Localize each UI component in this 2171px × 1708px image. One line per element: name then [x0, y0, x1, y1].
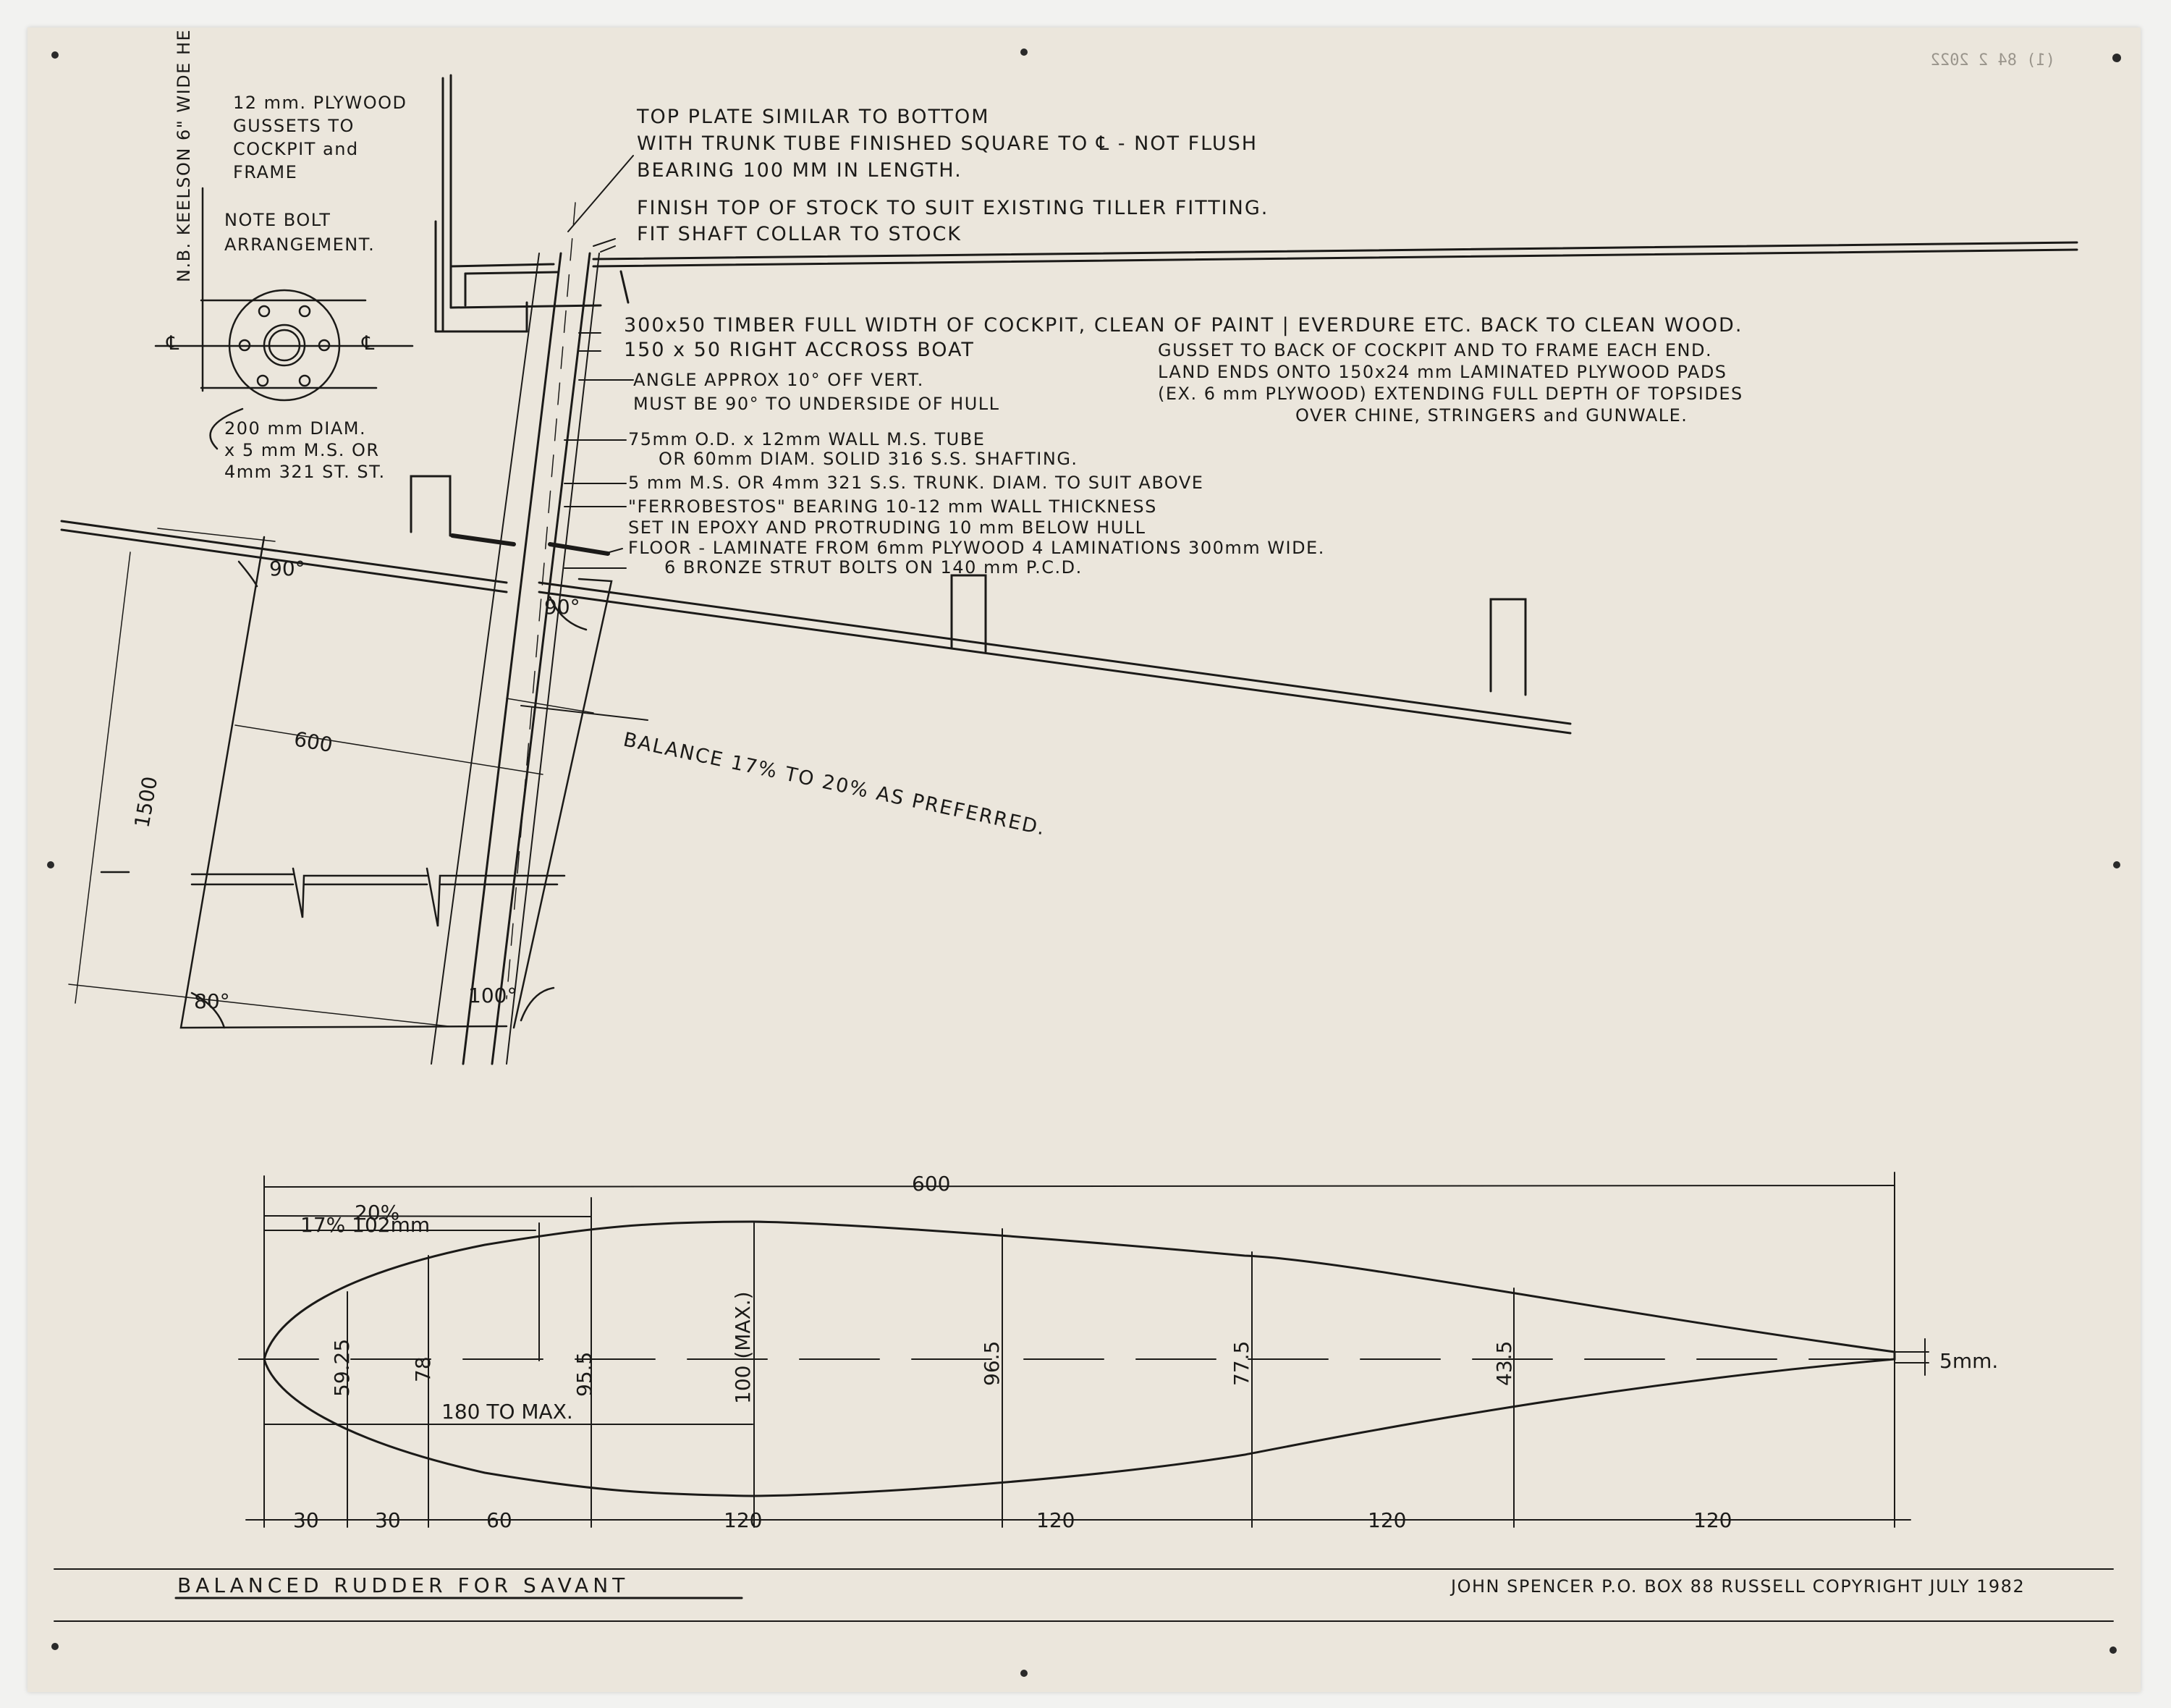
rudder-stock [431, 202, 600, 1065]
svg-text:x 5 mm M.S. OR: x 5 mm M.S. OR [224, 440, 380, 460]
overall-600-label: 600 [912, 1172, 950, 1196]
angle-label: 100° [468, 984, 517, 1007]
gusset-back-note: GUSSET TO BACK OF COCKPIT AND TO FRAME E… [1158, 340, 1743, 426]
pin-icons [47, 48, 2121, 1677]
bolt-plate-detail [154, 187, 414, 450]
hull-section [60, 475, 1572, 735]
svg-text:78: 78 [411, 1356, 435, 1382]
svg-text:30: 30 [375, 1508, 401, 1532]
finish-top-note: FINISH TOP OF STOCK TO SUIT EXISTING TIL… [637, 197, 1269, 219]
svg-text:FRAME: FRAME [233, 162, 297, 182]
svg-text:60: 60 [486, 1508, 512, 1532]
spacing-labels: 30 30 60 120 120 120 120 [293, 1508, 1732, 1532]
rudder-elevation [68, 528, 613, 1029]
signature-block: JOHN SPENCER P.O. BOX 88 RUSSELL COPYRIG… [1450, 1576, 2025, 1597]
svg-text:100 (MAX.): 100 (MAX.) [731, 1291, 755, 1404]
svg-text:OR 60mm DIAM. SOLID 316 S.S. S: OR 60mm DIAM. SOLID 316 S.S. SHAFTING. [659, 449, 1078, 469]
svg-text:NOTE BOLT: NOTE BOLT [224, 210, 331, 230]
svg-text:GUSSETS TO: GUSSETS TO [233, 116, 355, 136]
svg-text:96.5: 96.5 [980, 1341, 1004, 1386]
svg-text:75mm O.D. x 12mm WALL M.S. TUB: 75mm O.D. x 12mm WALL M.S. TUBE [628, 429, 985, 449]
svg-text:120: 120 [1368, 1508, 1406, 1532]
floor-laminate-note: FLOOR - LAMINATE FROM 6mm PLYWOOD 4 LAMI… [628, 538, 1325, 558]
shaft-collar-note: FIT SHAFT COLLAR TO STOCK [637, 223, 962, 245]
svg-text:77.5: 77.5 [1230, 1341, 1253, 1386]
centerline-symbol-right: ℄ [361, 332, 376, 355]
thickness-labels: 59.25 78 95.5 100 (MAX.) 96.5 77.5 43.5 [330, 1291, 1516, 1404]
top-plate-note: TOP PLATE SIMILAR TO BOTTOM WITH TRUNK T… [636, 106, 1258, 182]
pct-20-label: 20% [355, 1201, 399, 1225]
accession-mark: (1) 84 2 2022 [1931, 51, 2055, 69]
timber-300x50-note: 300x50 TIMBER FULL WIDTH OF COCKPIT, CLE… [624, 314, 1743, 337]
timber-150x50-note: 150 x 50 RIGHT ACCROSS BOAT [624, 339, 975, 361]
drawing-title: BALANCED RUDDER FOR SAVANT [177, 1573, 629, 1597]
svg-text:MUST BE 90° TO UNDERSIDE OF HU: MUST BE 90° TO UNDERSIDE OF HULL [633, 394, 1000, 414]
svg-text:4mm 321 ST. ST.: 4mm 321 ST. ST. [224, 462, 386, 482]
svg-text:120: 120 [1693, 1508, 1732, 1532]
svg-text:SET IN EPOXY AND PROTRUDING 10: SET IN EPOXY AND PROTRUDING 10 mm BELOW … [628, 517, 1146, 538]
width-600-label: 600 [292, 727, 334, 757]
gussets-note: 12 mm. PLYWOOD GUSSETS TO COCKPIT and FR… [233, 93, 407, 182]
to-max-label: 180 TO MAX. [441, 1400, 573, 1424]
rudder-drawing: (1) 84 2 2022 ℄ ℄ N.B. KEELSON 6" WIDE H… [47, 28, 2121, 1677]
angle-label: 90° [544, 595, 580, 619]
bearing-note: "FERROBESTOS" BEARING 10-12 mm WALL THIC… [628, 496, 1157, 538]
cockpit-structure [434, 74, 2078, 333]
svg-text:TOP PLATE SIMILAR TO BOTTOM: TOP PLATE SIMILAR TO BOTTOM [636, 106, 990, 128]
svg-text:ARRANGEMENT.: ARRANGEMENT. [224, 234, 375, 255]
svg-text:43.5: 43.5 [1492, 1341, 1516, 1386]
svg-text:200 mm DIAM.: 200 mm DIAM. [224, 418, 366, 439]
nb-keelson-note: N.B. KEELSON 6" WIDE HERE [174, 28, 194, 282]
balance-note: BALANCE 17% TO 20% AS PREFERRED. [622, 729, 1049, 840]
tube-note: 75mm O.D. x 12mm WALL M.S. TUBE OR 60mm … [628, 429, 1078, 469]
svg-text:30: 30 [293, 1508, 319, 1532]
svg-text:120: 120 [724, 1508, 762, 1532]
leader-lines [520, 155, 648, 721]
svg-text:95.5: 95.5 [572, 1352, 596, 1397]
trunk-note: 5 mm M.S. OR 4mm 321 S.S. TRUNK. DIAM. T… [628, 473, 1203, 493]
strut-bolts-note: 6 BRONZE STRUT BOLTS ON 140 mm P.C.D. [664, 557, 1083, 578]
height-1500-label: 1500 [130, 774, 162, 829]
section-dimension-lines [54, 1172, 2114, 1622]
angle-label: 90° [269, 557, 305, 580]
svg-text:120: 120 [1036, 1508, 1075, 1532]
svg-text:COCKPIT and: COCKPIT and [233, 139, 359, 159]
angle-note: ANGLE APPROX 10° OFF VERT. MUST BE 90° T… [633, 370, 1000, 414]
pct-17-label: 17% 102mm [300, 1213, 430, 1237]
svg-text:59.25: 59.25 [330, 1339, 354, 1397]
svg-text:WITH TRUNK TUBE FINISHED SQUAR: WITH TRUNK TUBE FINISHED SQUARE TO ℄ - N… [637, 132, 1258, 155]
centerline-symbol-left: ℄ [166, 332, 180, 355]
svg-text:12 mm. PLYWOOD: 12 mm. PLYWOOD [233, 93, 407, 113]
svg-text:(EX. 6 mm PLYWOOD) EXTENDING F: (EX. 6 mm PLYWOOD) EXTENDING FULL DEPTH … [1158, 384, 1743, 404]
svg-text:LAND ENDS ONTO 150x24 mm LAMIN: LAND ENDS ONTO 150x24 mm LAMINATED PLYWO… [1158, 362, 1727, 382]
svg-text:OVER CHINE, STRINGERS and GUNW: OVER CHINE, STRINGERS and GUNWALE. [1295, 405, 1688, 426]
plate-spec-note: 200 mm DIAM. x 5 mm M.S. OR 4mm 321 ST. … [224, 418, 386, 482]
drawing-sheet: (1) 84 2 2022 ℄ ℄ N.B. KEELSON 6" WIDE H… [27, 28, 2141, 1692]
svg-text:BEARING 100 MM IN LENGTH.: BEARING 100 MM IN LENGTH. [637, 159, 962, 182]
svg-text:ANGLE APPROX 10° OFF VERT.: ANGLE APPROX 10° OFF VERT. [633, 370, 924, 390]
svg-text:GUSSET TO BACK OF COCKPIT AND: GUSSET TO BACK OF COCKPIT AND TO FRAME E… [1158, 340, 1712, 360]
svg-text:"FERROBESTOS" BEARING 10-12 mm: "FERROBESTOS" BEARING 10-12 mm WALL THIC… [628, 496, 1157, 517]
angle-label: 80° [194, 989, 230, 1013]
trailing-edge-label: 5mm. [1939, 1349, 1998, 1373]
note-bolt-arrangement: NOTE BOLT ARRANGEMENT. [224, 210, 375, 255]
